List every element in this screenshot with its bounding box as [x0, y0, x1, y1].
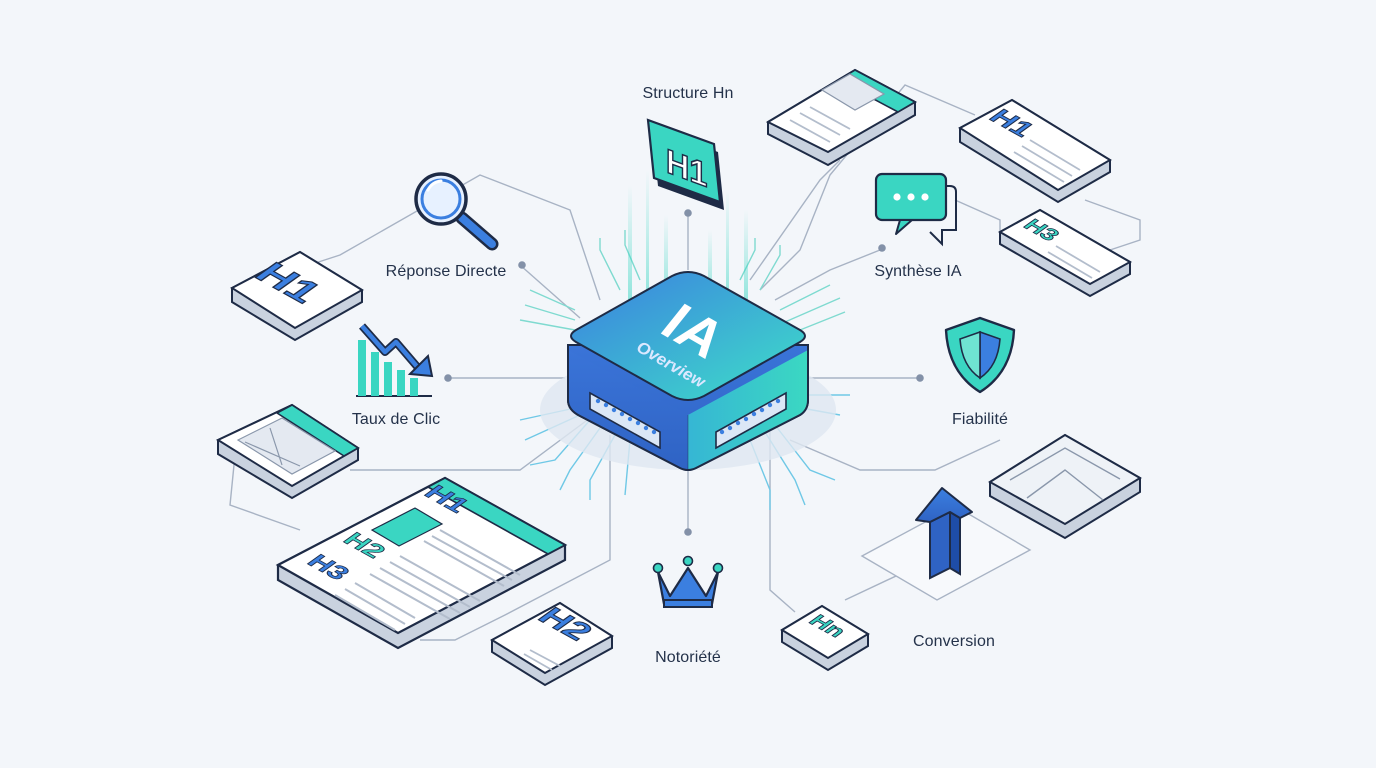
connector-dots	[444, 209, 924, 536]
h1-badge-top: H1	[646, 118, 724, 210]
light-beams	[628, 170, 748, 305]
conversion-arrow-icon	[860, 487, 1032, 601]
label-fiabilite: Fiabilité	[951, 411, 1009, 428]
h3-card-right: H3	[997, 208, 1133, 298]
label-conversion: Conversion	[913, 633, 995, 650]
h1-card-left: H1	[230, 250, 364, 342]
magnifier-icon	[414, 172, 499, 251]
label-taux-de-clic: Taux de Clic	[351, 411, 441, 428]
ia-overview-hub: IA Overview	[540, 270, 836, 471]
h1-card-right: H1	[958, 98, 1112, 204]
envelope-icon	[988, 433, 1142, 540]
label-reponse-directe: Réponse Directe	[385, 263, 507, 280]
window-card-small-left	[215, 403, 360, 500]
shield-icon	[944, 316, 1016, 394]
h2-card-bottom: H2	[490, 601, 614, 687]
falling-chart-icon	[356, 323, 434, 397]
label-notoriete: Notoriété	[655, 649, 721, 666]
window-card-top-right	[765, 68, 918, 167]
hub-port-left	[589, 391, 661, 450]
hub-port-right	[715, 391, 787, 450]
label-structure-hn: Structure Hn	[642, 85, 734, 102]
crown-icon	[652, 555, 724, 608]
hn-card: Hn	[780, 604, 870, 672]
document-card-large: H1 H2 H3	[275, 476, 568, 650]
label-synthese-ia: Synthèse IA	[874, 263, 962, 280]
chat-bubble-icon	[874, 172, 957, 247]
